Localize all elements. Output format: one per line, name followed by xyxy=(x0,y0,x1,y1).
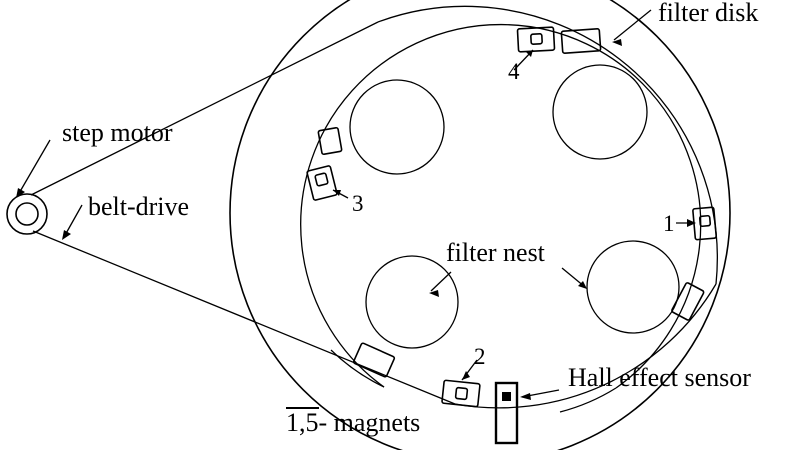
disk-block-lower-left xyxy=(352,342,396,378)
filter-nest-top-left xyxy=(349,79,445,175)
label-belt-drive: belt-drive xyxy=(88,192,190,221)
label-filter-disk: filter disk xyxy=(658,0,759,27)
step-motor-arrowhead xyxy=(16,188,25,198)
belt-drive-arrowhead xyxy=(62,230,71,240)
step-motor-pulley-inner xyxy=(15,202,39,226)
filter-disk-leader xyxy=(613,9,652,41)
callout-label-4: 4 xyxy=(508,59,520,84)
magnet-3-core xyxy=(314,172,329,187)
filter-nest-bottom-left xyxy=(365,255,459,349)
magnet-2 xyxy=(441,379,481,408)
step-motor-pulley-outer xyxy=(6,193,48,235)
hall-effect-sensor-body xyxy=(494,381,519,445)
disk-block-lower-right xyxy=(671,282,705,321)
magnet-1 xyxy=(692,206,717,241)
disk-block-left xyxy=(317,126,343,156)
filter-disk-arrowhead xyxy=(612,39,622,46)
label-hall-effect-sensor: Hall effect sensor xyxy=(568,363,751,392)
filter-nest-top-right xyxy=(552,64,648,160)
magnet-1-core xyxy=(698,214,712,228)
belt-drive-lower-span xyxy=(32,230,456,405)
filter-nest-bottom-right xyxy=(586,240,680,334)
filter-disk-inner-edge-left xyxy=(330,349,385,388)
label-step-motor: step motor xyxy=(62,118,173,147)
filter-disk-rim xyxy=(229,0,731,450)
magnet-4 xyxy=(516,26,556,53)
label-filter-nest: filter nest xyxy=(446,238,545,267)
label-magnets-range: 1,5 xyxy=(286,407,319,437)
filter-disk-inner-edge xyxy=(300,23,702,389)
filter-nest-leader-left xyxy=(430,271,452,292)
callout-1-arrowhead xyxy=(687,219,696,227)
filter-disk-inner-edge-right xyxy=(559,387,617,413)
callout-4-arrowhead xyxy=(526,50,533,57)
magnet-4-core xyxy=(530,33,543,45)
filter-nest-arrowhead-left xyxy=(429,290,439,297)
hall-sensor-marker xyxy=(502,392,511,401)
magnet-4-body xyxy=(516,26,556,53)
disk-block-top xyxy=(560,28,602,54)
belt-wrap-under-disk xyxy=(454,283,717,409)
callout-label-3: 3 xyxy=(352,191,364,216)
hall-sensor-rect xyxy=(494,381,519,445)
hall-sensor-arrowhead xyxy=(520,393,531,400)
magnet-1-body xyxy=(692,206,717,241)
callout-2-arrowhead xyxy=(462,371,470,380)
belt-drive-upper-span xyxy=(30,21,379,196)
magnet-3 xyxy=(306,165,338,201)
belt-drive-leader xyxy=(63,204,83,238)
step-motor-leader xyxy=(17,139,51,196)
belt-wrap-over-disk xyxy=(377,5,718,285)
label-magnets: 1,5- magnets xyxy=(286,407,420,436)
callout-3-arrowhead xyxy=(333,190,341,196)
magnet-2-body xyxy=(441,379,481,408)
magnet-3-body xyxy=(306,165,338,201)
magnet-2-core xyxy=(454,386,469,401)
callout-label-1: 1 xyxy=(663,211,675,236)
callout-label-2: 2 xyxy=(474,344,486,369)
label-magnets-text: - magnets xyxy=(318,408,421,437)
filter-nest-arrowhead-right xyxy=(578,281,587,289)
